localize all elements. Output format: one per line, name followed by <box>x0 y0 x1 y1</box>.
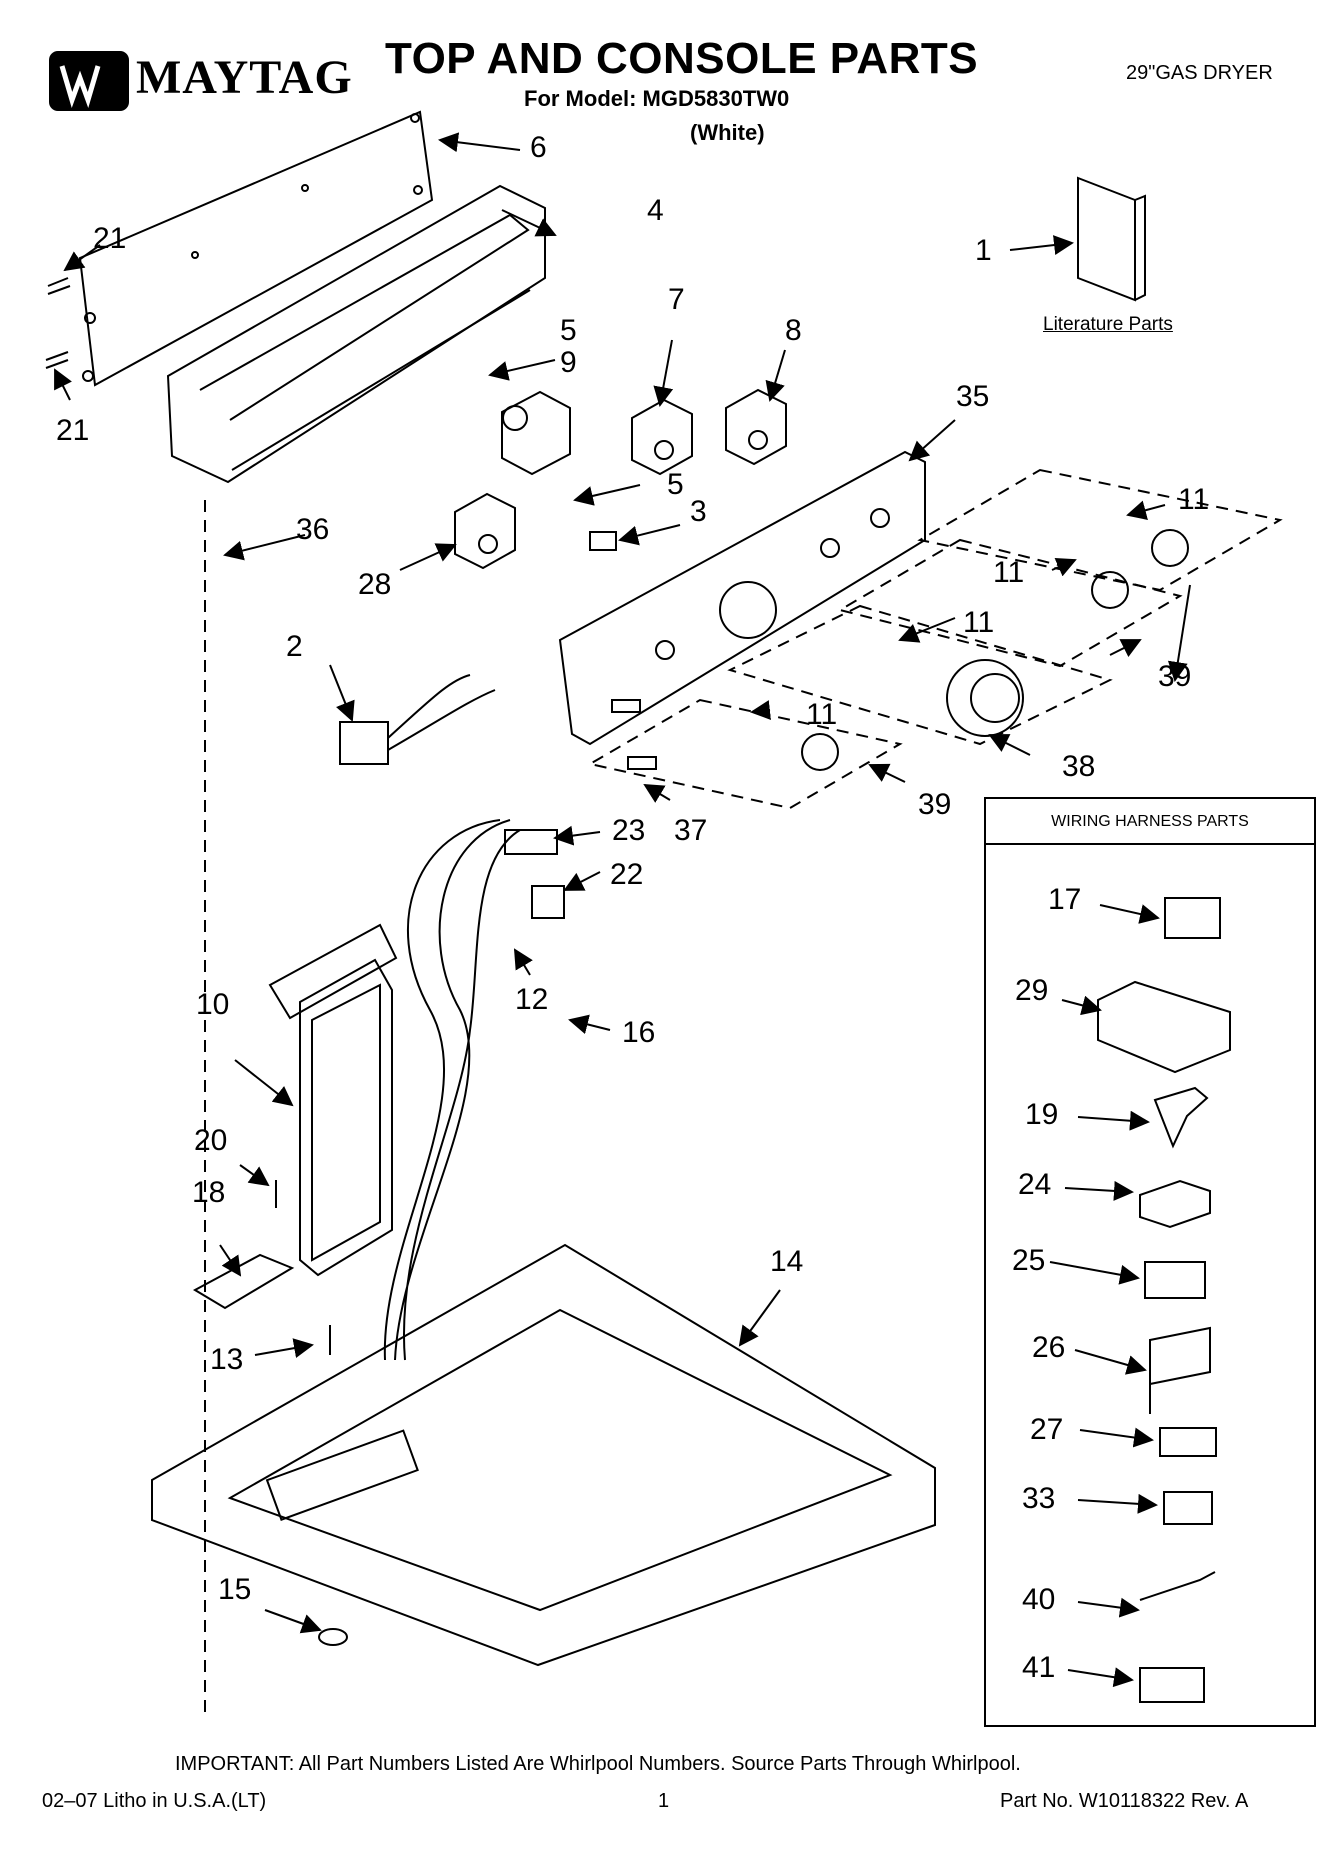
part-38-knob <box>946 659 1024 737</box>
callout-39a: 39 <box>1158 660 1192 693</box>
callout-6: 6 <box>530 131 547 164</box>
callout-24: 24 <box>1018 1168 1052 1201</box>
callout-38: 38 <box>1062 750 1096 783</box>
important-note: IMPORTANT: All Part Numbers Listed Are W… <box>175 1753 1021 1775</box>
callout-22: 22 <box>610 858 644 891</box>
part-10-lint-screen <box>299 958 393 1277</box>
part-4-console <box>166 184 546 484</box>
callout-29: 29 <box>1015 974 1049 1007</box>
callout-11b: 11 <box>993 556 1025 589</box>
callout-18: 18 <box>192 1176 226 1209</box>
callout-11c: 11 <box>963 606 995 639</box>
callout-21b: 21 <box>56 414 90 447</box>
callout-13: 13 <box>210 1343 244 1376</box>
callout-2: 2 <box>286 630 303 663</box>
callout-23: 23 <box>612 814 646 847</box>
callout-39b: 39 <box>918 788 952 821</box>
part-9-timer <box>501 390 571 476</box>
callout-5b: 5 <box>667 468 684 501</box>
part-1-literature <box>1077 176 1146 302</box>
callout-11a: 11 <box>1178 483 1210 516</box>
callout-27: 27 <box>1030 1413 1064 1446</box>
part-24-connector <box>1139 1179 1211 1229</box>
callout-9: 9 <box>560 346 577 379</box>
callout-4: 4 <box>647 194 664 227</box>
callout-1: 1 <box>975 234 992 267</box>
part-33-connector <box>1163 1491 1213 1525</box>
part-40-terminal <box>1139 1571 1216 1601</box>
callout-37: 37 <box>674 814 708 847</box>
callout-12: 12 <box>515 983 549 1016</box>
part-number: Part No. W10118322 Rev. A <box>1000 1790 1249 1812</box>
wiring-harness-parts-box: WIRING HARNESS PARTS <box>984 797 1316 1727</box>
brand-logo-text: MAYTAG <box>136 51 353 104</box>
callout-35: 35 <box>956 380 990 413</box>
callout-16: 16 <box>622 1016 656 1049</box>
callout-17: 17 <box>1048 883 1082 916</box>
part-29-connector <box>1097 980 1231 1074</box>
part-2-harness <box>339 721 389 765</box>
product-type: 29"GAS DRYER <box>1126 62 1273 84</box>
callout-15: 15 <box>218 1573 252 1606</box>
part-27-connector <box>1159 1427 1217 1457</box>
model-line: For Model: MGD5830TW0 <box>524 86 790 111</box>
part-16-harness <box>383 819 521 1361</box>
color-line: (White) <box>690 120 765 145</box>
part-18-bracket <box>192 1253 295 1310</box>
callout-20: 20 <box>194 1124 228 1157</box>
callout-3: 3 <box>690 495 707 528</box>
part-6-rear-panel <box>78 110 434 387</box>
literature-parts-label: Literature Parts <box>1043 314 1173 335</box>
wiring-harness-title: WIRING HARNESS PARTS <box>986 799 1314 845</box>
callout-19: 19 <box>1025 1098 1059 1131</box>
page-number: 1 <box>658 1790 670 1812</box>
litho-info: 02–07 Litho in U.S.A.(LT) <box>42 1790 267 1812</box>
part-8-switch <box>725 388 787 466</box>
part-35-control-panel <box>558 450 926 746</box>
callout-41: 41 <box>1022 1651 1056 1684</box>
part-7-switch <box>631 398 693 476</box>
callout-10: 10 <box>196 988 230 1021</box>
part-14-top <box>151 1243 936 1667</box>
part-26-connector <box>1149 1326 1211 1414</box>
part-15-foot <box>318 1628 348 1646</box>
callout-11d: 11 <box>806 698 838 731</box>
callout-21a: 21 <box>93 222 127 255</box>
callout-33: 33 <box>1022 1482 1056 1515</box>
page-title: TOP AND CONSOLE PARTS <box>385 34 979 83</box>
callout-28: 28 <box>358 568 392 601</box>
callout-14: 14 <box>770 1245 804 1278</box>
callout-36: 36 <box>296 513 330 546</box>
callout-5a: 5 <box>560 314 577 347</box>
part-28-switch <box>454 492 516 570</box>
part-19-clip <box>1153 1086 1209 1149</box>
callout-40: 40 <box>1022 1583 1056 1616</box>
part-25-connector <box>1144 1261 1206 1299</box>
callout-26: 26 <box>1032 1331 1066 1364</box>
part-17-connector <box>1164 897 1221 939</box>
callout-25: 25 <box>1012 1244 1046 1277</box>
callout-7: 7 <box>668 283 685 316</box>
part-41-connector <box>1139 1667 1205 1703</box>
callout-8: 8 <box>785 314 802 347</box>
